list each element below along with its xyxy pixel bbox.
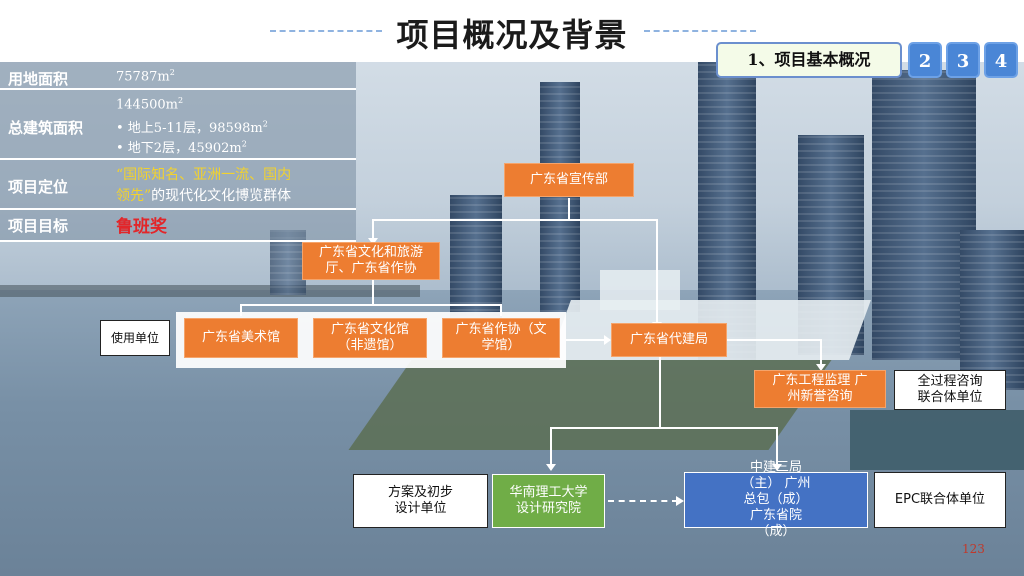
positioning-line-2: 领先”的现代化文化博览群体 <box>116 185 291 205</box>
tab-project-overview[interactable]: 1、项目基本概况 <box>716 42 902 78</box>
connector <box>820 339 822 367</box>
connector <box>240 304 502 306</box>
org-culture-tourism-dept[interactable]: 广东省文化和旅游厅、广东省作协 <box>302 242 440 280</box>
tab-4[interactable]: 4 <box>984 42 1018 78</box>
connector <box>550 427 552 467</box>
tower <box>540 82 580 312</box>
org-propaganda-dept[interactable]: 广东省宣传部 <box>504 163 634 197</box>
arrow <box>546 464 556 471</box>
org-agent-construction-bureau[interactable]: 广东省代建局 <box>611 323 727 357</box>
user-units-label: 使用单位 <box>100 320 170 356</box>
goal-value: 鲁班奖 <box>116 212 167 237</box>
connector <box>568 198 570 220</box>
land-area-label: 用地面积 <box>8 68 68 89</box>
org-epc-members[interactable]: 中建三局（主） 广州总包（成） 广东省院（成） <box>684 472 868 528</box>
connector <box>550 427 778 429</box>
connector <box>727 339 822 341</box>
goal-label: 项目目标 <box>8 215 68 236</box>
tab-2[interactable]: 2 <box>908 42 942 78</box>
org-art-museum[interactable]: 广东省美术馆 <box>184 318 298 358</box>
connector <box>372 280 374 306</box>
connector <box>659 356 661 428</box>
building-area-below: • 地下2层，45902m2 <box>116 137 247 156</box>
connector <box>656 219 658 323</box>
connector <box>372 219 658 221</box>
divider <box>0 158 356 160</box>
org-culture-museum[interactable]: 广东省文化馆（非遗馆） <box>313 318 427 358</box>
building-area-above: • 地上5-11层，98598m2 <box>116 117 268 136</box>
arrow <box>676 496 684 506</box>
org-scut-design-institute[interactable]: 华南理工大学 设计研究院 <box>492 474 605 528</box>
arrow <box>604 335 611 345</box>
museum-building <box>600 270 680 310</box>
page-number: 123 <box>962 542 985 556</box>
tower <box>960 230 1024 390</box>
positioning-label: 项目定位 <box>8 176 68 197</box>
connector <box>372 219 374 239</box>
positioning-line-1: “国际知名、亚洲一流、国内 <box>116 164 291 184</box>
tab-3[interactable]: 3 <box>946 42 980 78</box>
dashed-connector <box>608 500 678 502</box>
design-unit-label: 方案及初步 设计单位 <box>353 474 488 528</box>
building-area-total: 144500m2 <box>116 96 183 112</box>
riverside-buildings <box>850 410 1024 470</box>
building-area-label: 总建筑面积 <box>8 117 83 138</box>
org-writers-museum[interactable]: 广东省作协（文学馆） <box>442 318 560 358</box>
org-supervision-consulting[interactable]: 广东工程监理 广州新誉咨询 <box>754 370 886 408</box>
consulting-union-label: 全过程咨询 联合体单位 <box>894 370 1006 410</box>
far-riverbank <box>0 285 420 297</box>
epc-union-label: EPC联合体单位 <box>874 472 1006 528</box>
land-area-value: 75787m2 <box>116 68 175 84</box>
divider <box>0 208 356 210</box>
